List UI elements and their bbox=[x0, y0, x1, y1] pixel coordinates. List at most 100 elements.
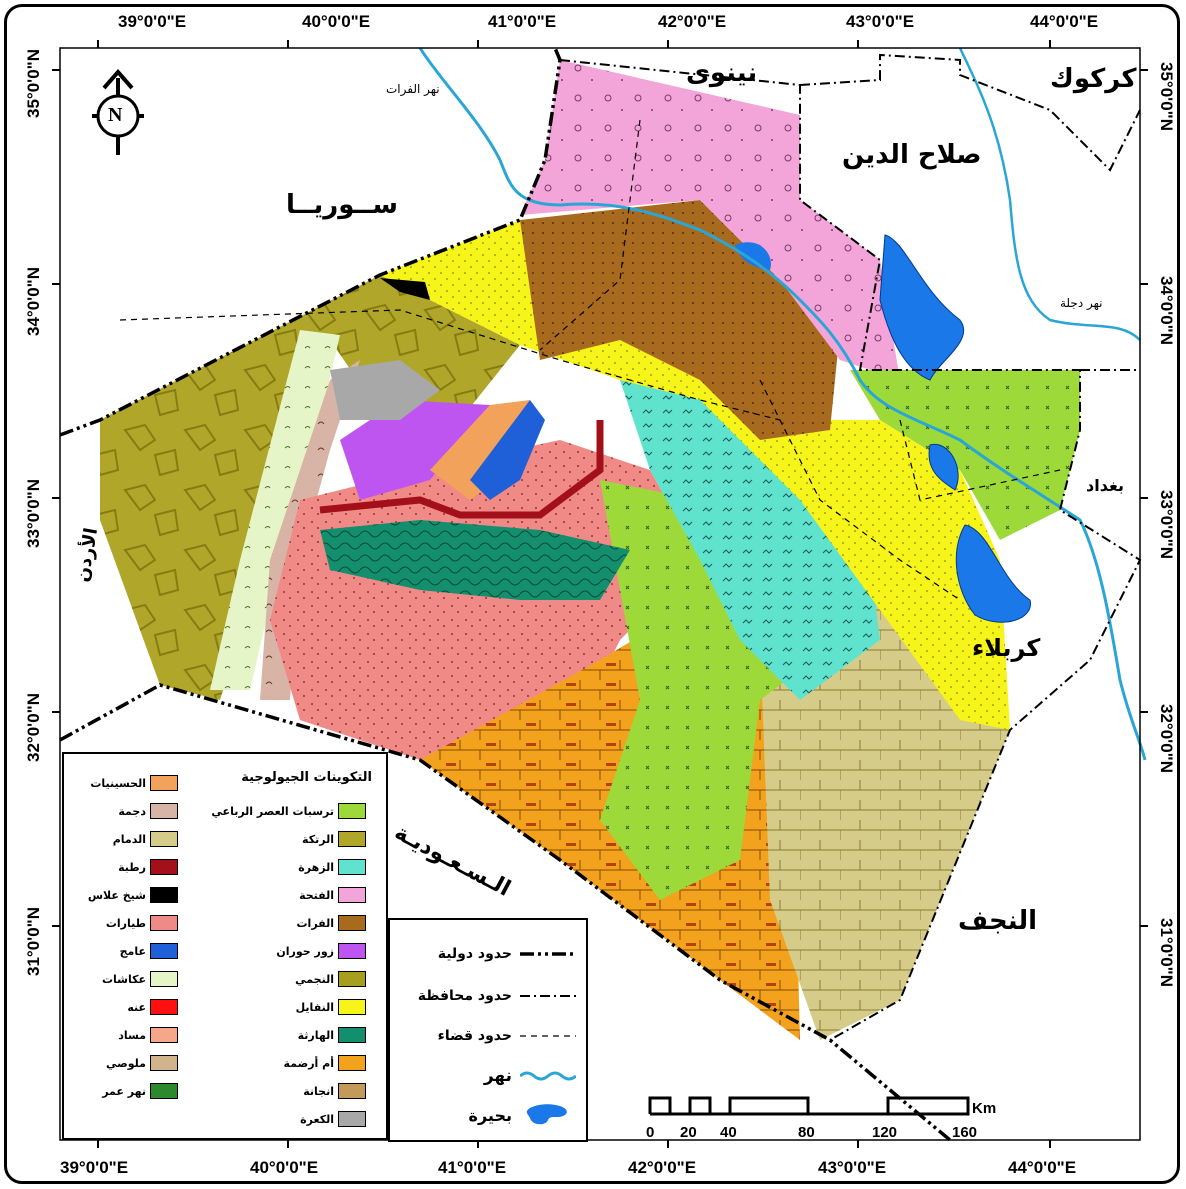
label-kirkuk: كركوك bbox=[1050, 64, 1137, 94]
legend-label: الفرات bbox=[296, 916, 335, 930]
scale-tick-80: 80 bbox=[798, 1124, 815, 1141]
legend-swatch bbox=[150, 831, 178, 847]
legend-item-right-9: أم أرضمة bbox=[194, 1054, 366, 1072]
grid-label-top-5: 43°0'0"E bbox=[846, 12, 915, 31]
legend-swatch bbox=[338, 1027, 366, 1043]
legend-item-left-3: رطبة bbox=[80, 858, 178, 876]
legend-item-right-10: انجانة bbox=[194, 1082, 366, 1100]
grid-label-top-3: 41°0'0"E bbox=[488, 12, 557, 31]
scale-tick-0: 0 bbox=[646, 1124, 655, 1141]
legend-swatch bbox=[150, 887, 178, 903]
boundary-legend: حدود دولية حدود محافظة حدود قضاء نهر بحي… bbox=[388, 918, 588, 1142]
legend-item-right-8: الهارثة bbox=[194, 1026, 366, 1044]
district-boundary-4 bbox=[899, 419, 1061, 501]
legend-item-left-6: عامج bbox=[80, 942, 178, 960]
formation-husainiyat bbox=[430, 400, 530, 500]
legend-item-left-4: شيخ علاس bbox=[80, 886, 178, 904]
formation-zor-hauran bbox=[340, 400, 490, 500]
legend-item-right-0: ترسبات العصر الرباعي bbox=[194, 802, 366, 820]
governorate-boundary-north bbox=[799, 53, 1141, 172]
label-syria: ســوريــا bbox=[286, 190, 398, 220]
legend-label: نهر عمر bbox=[102, 1084, 146, 1098]
legend-item-left-0: الحسينيات bbox=[80, 774, 178, 792]
grid-label-right-1: 35°0'0"N bbox=[1157, 62, 1176, 131]
scale-bar: Km 0 20 40 80 120 160 bbox=[646, 1094, 996, 1141]
legend-swatch bbox=[150, 803, 178, 819]
legend-swatch bbox=[150, 1055, 178, 1071]
legend-governorate-boundary-label: حدود محافظة bbox=[417, 988, 512, 1004]
legend-international-boundary-label: حدود دولية bbox=[437, 946, 512, 962]
river-euphrates bbox=[418, 47, 1147, 761]
label-karbala: كربلاء bbox=[972, 634, 1041, 662]
formation-akashat bbox=[210, 330, 340, 690]
formation-rutba bbox=[319, 420, 604, 519]
legend-item-right-2: الزهرة bbox=[194, 858, 366, 876]
formation-nfayil bbox=[380, 220, 1010, 730]
grid-label-left-3: 33°0'0"N bbox=[24, 479, 43, 548]
legend-item-left-11: نهر عمر bbox=[80, 1082, 178, 1100]
legend-swatch bbox=[338, 803, 366, 819]
scale-tick-20: 20 bbox=[680, 1124, 697, 1141]
legend-swatch bbox=[338, 859, 366, 875]
grid-label-right-4: 32°0'0"N bbox=[1157, 704, 1176, 773]
legend-swatch bbox=[150, 971, 178, 987]
grid-label-top-6: 44°0'0"E bbox=[1030, 12, 1099, 31]
formation-quaternary-east bbox=[850, 370, 1080, 540]
legend-item-left-7: عكاشات bbox=[80, 970, 178, 988]
legend-label: الدمام bbox=[112, 832, 146, 846]
legend-swatch bbox=[150, 1027, 178, 1043]
scale-unit: Km bbox=[972, 1100, 997, 1117]
legend-district-boundary-label: حدود قضاء bbox=[437, 1028, 512, 1044]
governorate-boundary-symbol bbox=[520, 995, 576, 997]
formation-dammam bbox=[760, 600, 1010, 1040]
legend-label: ملوصي bbox=[106, 1056, 146, 1070]
scale-tick-120: 120 bbox=[872, 1124, 898, 1141]
legend-swatch bbox=[150, 943, 178, 959]
label-salahaddin: صلاح الدين bbox=[842, 140, 982, 170]
legend-label: عكاشات bbox=[101, 972, 146, 986]
formation-hartha bbox=[320, 520, 630, 600]
legend-label: رطبة bbox=[118, 860, 146, 874]
legend-swatch bbox=[338, 971, 366, 987]
formation-fatha bbox=[520, 60, 900, 380]
legend-label: انجانة bbox=[303, 1084, 334, 1098]
grid-label-bottom-4: 42°0'0"E bbox=[628, 1158, 697, 1177]
legend-title: التكوينات الجيولوجية bbox=[241, 770, 372, 785]
legend-swatch bbox=[338, 1111, 366, 1127]
legend-label: النجمي bbox=[295, 972, 334, 986]
label-baghdad: بغداد bbox=[1086, 476, 1124, 495]
grid-label-left-5: 31°0'0"N bbox=[24, 907, 43, 976]
legend-label: عنه bbox=[127, 1000, 146, 1014]
legend-label: الهارثة bbox=[297, 1028, 334, 1042]
legend-label: أم أرضمة bbox=[283, 1056, 334, 1070]
legend-item-left-5: طيارات bbox=[80, 914, 178, 932]
legend-label: مساد bbox=[118, 1028, 146, 1042]
legend-label: عامج bbox=[119, 944, 146, 958]
north-arrow-label: N bbox=[108, 104, 123, 126]
legend-item-left-8: عنه bbox=[80, 998, 178, 1016]
scale-tick-40: 40 bbox=[720, 1124, 737, 1141]
legend-lake: بحيرة bbox=[469, 1102, 576, 1128]
legend-river-label: نهر bbox=[483, 1066, 512, 1086]
legend-item-left-9: مساد bbox=[80, 1026, 178, 1044]
grid-label-bottom-1: 39°0'0"E bbox=[60, 1158, 129, 1177]
legend-label: الرتكة bbox=[302, 832, 334, 846]
grid-label-bottom-6: 44°0'0"E bbox=[1008, 1158, 1077, 1177]
legend-label: النفايل bbox=[295, 1000, 334, 1014]
map-neatline bbox=[59, 47, 1141, 1141]
legend-label: الحسينيات bbox=[90, 776, 146, 790]
grid-label-left-4: 32°0'0"N bbox=[24, 693, 43, 762]
river-tigris bbox=[958, 47, 1141, 341]
international-boundary-symbol bbox=[520, 952, 576, 956]
district-boundary-3 bbox=[759, 379, 961, 601]
governorate-boundary bbox=[559, 59, 1142, 1041]
legend-swatch bbox=[338, 887, 366, 903]
grid-label-bottom-5: 43°0'0"E bbox=[818, 1158, 887, 1177]
grid-label-top-4: 42°0'0"E bbox=[658, 12, 727, 31]
scale-tick-160: 160 bbox=[952, 1124, 978, 1141]
legend-label: الكعرة bbox=[300, 1112, 334, 1126]
lake-habbaniyah bbox=[928, 444, 959, 491]
legend-label: ترسبات العصر الرباعي bbox=[211, 804, 334, 818]
district-boundary-2 bbox=[539, 119, 641, 351]
legend-swatch bbox=[338, 1055, 366, 1071]
